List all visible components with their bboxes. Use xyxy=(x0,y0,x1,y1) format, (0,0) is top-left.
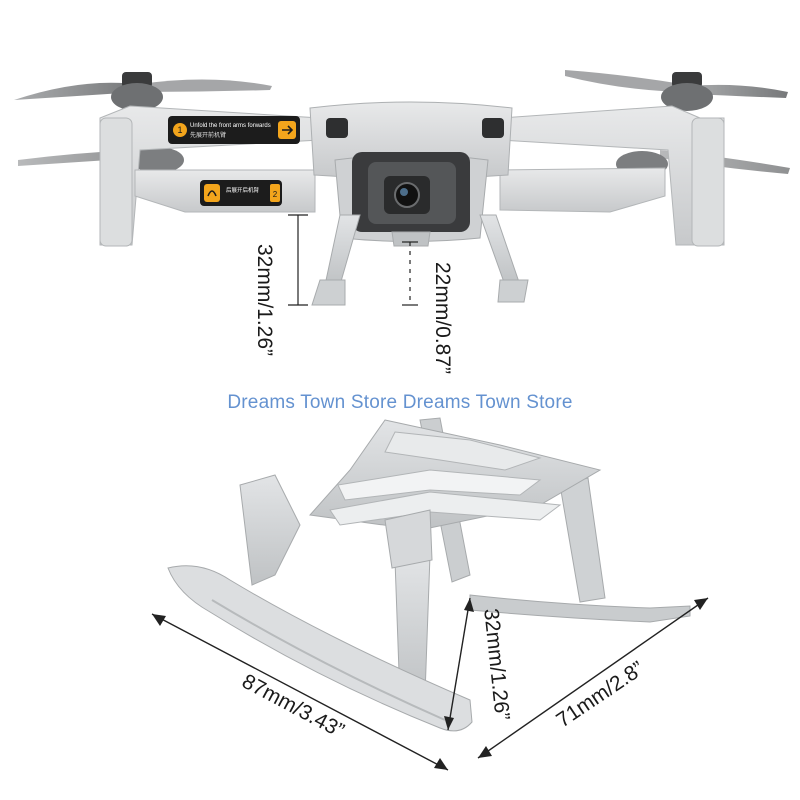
dimension-clearance: 22mm/0.87” xyxy=(402,241,454,374)
rear-arm-sticker: 后展开后机臂 2 xyxy=(200,180,282,206)
front-arm-instruction-cn: 先展开前机臂 xyxy=(190,131,226,139)
rear-arm-right xyxy=(499,167,666,213)
rear-arm-step-number: 2 xyxy=(273,190,278,199)
gear-height-label: 32mm/1.26” xyxy=(479,607,514,721)
propeller-front-right xyxy=(565,70,788,111)
landing-gear xyxy=(167,417,691,732)
front-arm-instruction: Unfold the front arms forwards xyxy=(190,123,271,129)
leg-height-label: 32mm/1.26” xyxy=(253,244,276,356)
front-arm-step-number: 1 xyxy=(177,125,182,135)
dimension-leg-height: 32mm/1.26” xyxy=(253,214,308,356)
width-label: 71mm/2.8” xyxy=(552,657,648,732)
sensor-left-icon xyxy=(326,118,348,138)
mounted-landing-gear xyxy=(311,214,529,306)
front-arm-right xyxy=(499,105,725,247)
arrow-right-icon xyxy=(282,125,294,135)
sensor-right-icon xyxy=(482,118,504,138)
dimension-width: 71mm/2.8” xyxy=(477,597,709,759)
length-label: 87mm/3.43” xyxy=(238,670,348,743)
propeller-front-left xyxy=(14,72,272,111)
rear-arm-instruction-cn: 后展开后机臂 xyxy=(226,186,260,194)
drone: 1 Unfold the front arms forwards 先展开前机臂 … xyxy=(14,70,790,306)
store-watermark: Dreams Town Store Dreams Town Store xyxy=(227,392,573,413)
clearance-label: 22mm/0.87” xyxy=(431,262,454,374)
front-arm-sticker: 1 Unfold the front arms forwards 先展开前机臂 xyxy=(168,116,300,144)
arrow-curve-icon xyxy=(207,190,217,197)
camera-gimbal xyxy=(352,152,470,232)
